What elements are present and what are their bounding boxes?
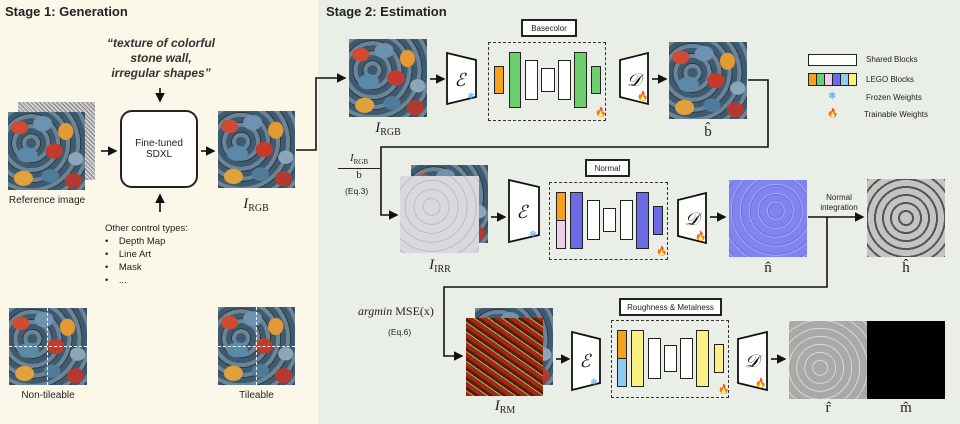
encoder-symbol: ℰ — [517, 202, 530, 223]
arrow-to-irr — [380, 79, 769, 220]
r-hat-label: r̂ — [825, 400, 831, 416]
height-output-image — [867, 179, 945, 257]
shared-block — [525, 60, 538, 100]
irr-label: IIRR — [429, 257, 451, 275]
shared-block — [664, 345, 677, 372]
tileable-image — [218, 307, 295, 385]
n-hat-label: n̂ — [764, 260, 772, 276]
non-tileable-label: Non-tileable — [21, 390, 75, 401]
shared-block — [680, 338, 693, 379]
rm-unet: 🔥 — [611, 320, 729, 398]
legend-shared-swatch — [808, 54, 857, 66]
encoder-1 — [446, 51, 477, 106]
controls-title: Other control types: — [105, 223, 188, 234]
legend-lego-label: LEGO Blocks — [866, 75, 915, 84]
shared-block — [648, 338, 661, 379]
basecolor-unet: 🔥 — [488, 42, 606, 121]
snowflake-icon: ❄ — [529, 229, 537, 239]
stage1-title: Stage 1: Generation — [5, 4, 128, 19]
lego-block — [617, 358, 627, 387]
snowflake-icon: ❄ — [467, 91, 475, 101]
legend-trainable-label: Trainable Weights — [864, 110, 929, 119]
argmin-label: argmin MSE(x) — [358, 304, 434, 318]
shared-block — [603, 208, 616, 232]
normal-integration-label: Normal integration — [820, 193, 858, 212]
reference-image — [8, 112, 85, 190]
lego-block — [696, 330, 709, 387]
roughness-output-image — [789, 321, 867, 399]
legend-frozen-label: Frozen Weights — [866, 93, 922, 102]
stage2-title: Stage 2: Estimation — [326, 4, 447, 19]
shared-block — [587, 200, 600, 240]
eq3-label: (Eq.3) — [345, 186, 369, 196]
non-tileable-image — [9, 308, 87, 385]
arrow-to-stage2 — [296, 73, 347, 151]
snowflake-icon: ❄ — [590, 377, 598, 387]
decoder-symbol: 𝒟 — [745, 351, 763, 372]
normal-unet: 🔥 — [549, 182, 668, 260]
lego-block — [494, 66, 504, 94]
lego-block — [570, 192, 583, 249]
control-item: • ... — [105, 275, 127, 286]
lego-block — [631, 330, 644, 387]
irgb-input-image — [349, 39, 427, 117]
decoder-2 — [677, 191, 707, 245]
decoder-1 — [619, 51, 649, 106]
reference-label: Reference image — [8, 195, 86, 206]
shared-block — [558, 60, 571, 100]
lego-block — [556, 220, 566, 249]
b-hat-label: b̂ — [704, 124, 712, 140]
m-hat-label: m̂ — [900, 400, 912, 416]
encoder-symbol: ℰ — [580, 351, 593, 372]
lego-block — [653, 206, 663, 235]
legend-shared-label: Shared Blocks — [866, 55, 918, 64]
control-types: Other control types: • Depth Map • Line … — [105, 222, 188, 287]
encoder-2 — [508, 178, 540, 244]
irm-label: IRM — [494, 398, 516, 416]
lego-block — [714, 344, 724, 373]
flame-icon: 🔥 — [718, 384, 730, 394]
roughness-metalness-label: Roughness & Metalness — [619, 298, 722, 316]
normal-output-image — [729, 180, 807, 257]
irm-image — [466, 318, 543, 396]
lego-block — [574, 52, 587, 108]
flame-icon: 🔥 — [656, 246, 668, 256]
tileable-label: Tileable — [239, 390, 274, 401]
normal-label: Normal — [585, 159, 630, 177]
irgb-input-label: IRGB — [375, 120, 401, 138]
flame-icon: 🔥 — [637, 90, 648, 101]
encoder-3 — [571, 330, 601, 392]
h-hat-label: ĥ — [902, 260, 910, 276]
control-item: • Depth Map — [105, 236, 166, 247]
flame-icon: 🔥 — [827, 108, 839, 118]
decoder-symbol: 𝒟 — [627, 70, 645, 91]
basecolor-output-image — [669, 42, 747, 119]
irgb-label: IRGB — [243, 196, 269, 214]
lego-block — [636, 192, 649, 249]
lego-block — [509, 52, 521, 108]
flame-icon: 🔥 — [695, 230, 706, 241]
decoder-3 — [737, 330, 768, 392]
flame-icon: 🔥 — [595, 107, 607, 117]
decoder-symbol: 𝒟 — [685, 209, 703, 230]
prompt-text: “texture of colorful stone wall, irregul… — [106, 36, 215, 80]
encoder-symbol: ℰ — [455, 70, 468, 91]
arrow-to-irm — [443, 217, 828, 361]
irr-fraction: IRGB b̂ — [338, 152, 380, 181]
shared-block — [541, 68, 555, 92]
irr-image — [400, 176, 479, 253]
eq6-label: (Eq.6) — [388, 327, 412, 337]
lego-block — [591, 66, 601, 94]
snowflake-icon: ❄ — [828, 91, 837, 102]
control-item: • Mask — [105, 262, 142, 273]
metalness-output-image — [867, 321, 945, 399]
shared-block — [620, 200, 633, 240]
control-item: • Line Art — [105, 249, 152, 260]
sdxl-model-box: Fine-tuned SDXL — [120, 110, 198, 188]
generated-irgb-image — [218, 111, 295, 188]
basecolor-label: Basecolor — [521, 19, 577, 37]
legend-lego-swatch — [808, 73, 857, 86]
flame-icon: 🔥 — [755, 377, 766, 388]
